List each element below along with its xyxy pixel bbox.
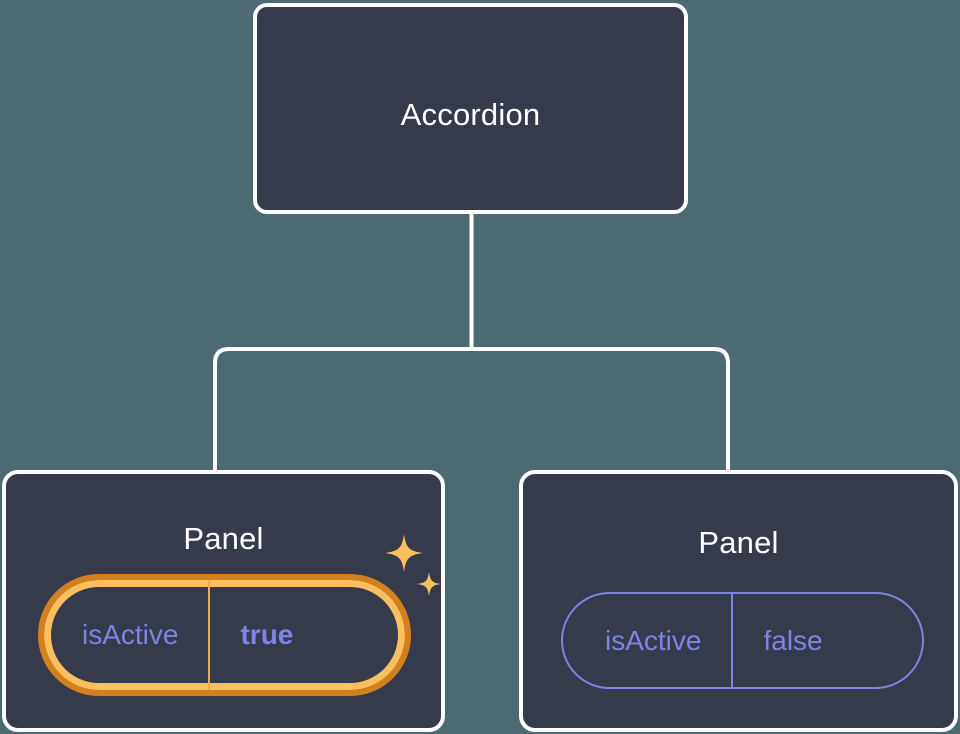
node-title-panel-active: Panel xyxy=(183,521,264,556)
prop-value-label: false xyxy=(731,594,864,687)
tree-node-panel-active[interactable]: Panel isActive true xyxy=(2,470,445,732)
prop-key-label: isActive xyxy=(605,624,702,656)
connector-branch-bus xyxy=(213,347,730,470)
prop-value-label: true xyxy=(208,580,331,690)
prop-key-label: isActive xyxy=(82,619,179,650)
tree-node-panel-inactive[interactable]: Panel isActive false xyxy=(519,470,958,732)
node-title-accordion: Accordion xyxy=(400,97,541,132)
node-title-panel-inactive: Panel xyxy=(698,525,779,560)
prop-pill-isactive-false[interactable]: isActive false xyxy=(561,592,924,689)
prop-pill-isactive-true[interactable]: isActive true xyxy=(38,574,411,696)
tree-node-accordion[interactable]: Accordion xyxy=(253,3,688,214)
